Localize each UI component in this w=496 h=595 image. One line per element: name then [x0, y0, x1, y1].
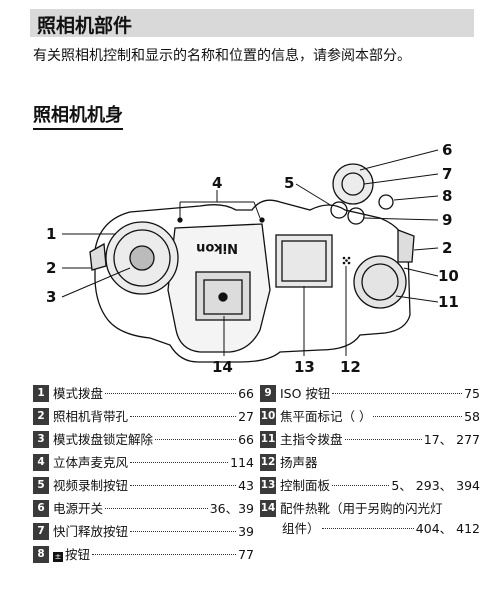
legend-name-line2: 组件）: [282, 521, 320, 536]
legend-page: 17、 277: [423, 432, 480, 447]
legend-item: 7 快门释放按钮 39: [33, 522, 254, 542]
legend-page: 58: [464, 409, 480, 424]
legend-item: 9 ISO 按钮 75: [260, 384, 480, 404]
callout-4: 4: [212, 174, 222, 192]
legend-item: 13 控制面板 5、 293、 394: [260, 476, 480, 496]
legend-right: 9 ISO 按钮 75 10 焦平面标记（ ） 58 11 主指令拨盘 17、 277 12…: [260, 384, 480, 542]
callout-3: 3: [46, 288, 56, 306]
legend-page: 75: [464, 386, 480, 401]
legend-page: 66: [238, 432, 254, 447]
legend-number: 1: [33, 385, 49, 402]
legend-number: 5: [33, 477, 49, 494]
legend-number: 6: [33, 500, 49, 517]
legend-item: 4 立体声麦克风 114: [33, 453, 254, 473]
legend-name: ISO 按钮: [280, 386, 331, 401]
legend-number: 13: [260, 477, 276, 494]
legend-number: 2: [33, 408, 49, 425]
callout-9: 9: [442, 211, 452, 229]
legend-name: 按钮: [65, 547, 91, 562]
exposure-compensation-icon: ±: [53, 552, 63, 562]
legend-item: 1 模式拨盘 66: [33, 384, 254, 404]
legend-item: 2 照相机背带孔 27: [33, 407, 254, 427]
callout-8: 8: [442, 187, 452, 205]
legend-name: 快门释放按钮: [53, 524, 129, 539]
legend-name: 立体声麦克风: [53, 455, 129, 470]
legend-item: 14 配件热靴（用于另购的闪光灯 组件） 404、 412: [260, 499, 480, 539]
legend-name: 控制面板: [280, 478, 331, 493]
legend-page: 66: [238, 386, 254, 401]
legend-number: 10: [260, 408, 276, 425]
page-title: 照相机部件: [37, 15, 133, 37]
legend-name: 扬声器: [280, 455, 318, 470]
legend-item: 3 模式拨盘锁定解除 66: [33, 430, 254, 450]
legend-name: 模式拨盘: [53, 386, 104, 401]
callout-2-left: 2: [46, 259, 56, 277]
legend-number: 8: [33, 546, 49, 563]
legend-item: 6 电源开关 36、39: [33, 499, 254, 519]
title-bar: 照相机部件: [30, 9, 474, 37]
legend-page: 77: [238, 547, 254, 562]
legend-page: 36、39: [209, 501, 254, 516]
legend-number: 14: [260, 500, 276, 517]
legend-page: 5、 293、 394: [391, 478, 480, 493]
legend-name: 主指令拨盘: [280, 432, 343, 447]
callout-12: 12: [340, 358, 361, 376]
brand-logo: Nikon: [196, 240, 238, 255]
callout-10: 10: [438, 267, 459, 285]
callout-labels: 1 2 3 4 5 6 7 8 9 10 11 12 13 14 2: [46, 141, 459, 376]
legend-number: 11: [260, 431, 276, 448]
camera-body-diagram: Nikon 1 2 3 4 5 6 7 8 9 10 11 12 13 14: [46, 141, 459, 376]
legend-number: 9: [260, 385, 276, 402]
legend-item: 12 扬声器: [260, 453, 480, 473]
legend-page: 114: [230, 455, 254, 470]
legend-item: 10 焦平面标记（ ） 58: [260, 407, 480, 427]
legend-name: 焦平面标记（ ）: [280, 409, 372, 424]
legend-name: 照相机背带孔: [53, 409, 129, 424]
legend-name: 电源开关: [53, 501, 104, 516]
intro-text: 有关照相机控制和显示的名称和位置的信息，请参阅本部分。: [33, 48, 411, 64]
legend-number: 3: [33, 431, 49, 448]
legend-item: 5 视频录制按钮 43: [33, 476, 254, 496]
legend-number: 4: [33, 454, 49, 471]
legend-page: 39: [238, 524, 254, 539]
legend-page: 27: [238, 409, 254, 424]
callout-5: 5: [284, 174, 294, 192]
legend-page: 43: [238, 478, 254, 493]
legend-name: 模式拨盘锁定解除: [53, 432, 154, 447]
callout-1: 1: [46, 225, 56, 243]
legend-item: 11 主指令拨盘 17、 277: [260, 430, 480, 450]
legend-name-line1: 配件热靴（用于另购的闪光灯: [280, 501, 443, 516]
callout-14: 14: [212, 358, 233, 376]
legend-number: 12: [260, 454, 276, 471]
callout-2-right: 2: [442, 239, 452, 257]
legend-item: 8 ±按钮 77: [33, 545, 254, 565]
callout-6: 6: [442, 141, 452, 159]
legend-page: 404、 412: [415, 521, 480, 536]
legend-name: 视频录制按钮: [53, 478, 129, 493]
callout-7: 7: [442, 165, 452, 183]
callout-11: 11: [438, 293, 459, 311]
legend-number: 7: [33, 523, 49, 540]
legend-left: 1 模式拨盘 66 2 照相机背带孔 27 3 模式拨盘锁定解除 66 4 立体声麦克风 114…: [33, 384, 254, 568]
callout-13: 13: [294, 358, 315, 376]
section-title: 照相机机身: [33, 105, 123, 130]
